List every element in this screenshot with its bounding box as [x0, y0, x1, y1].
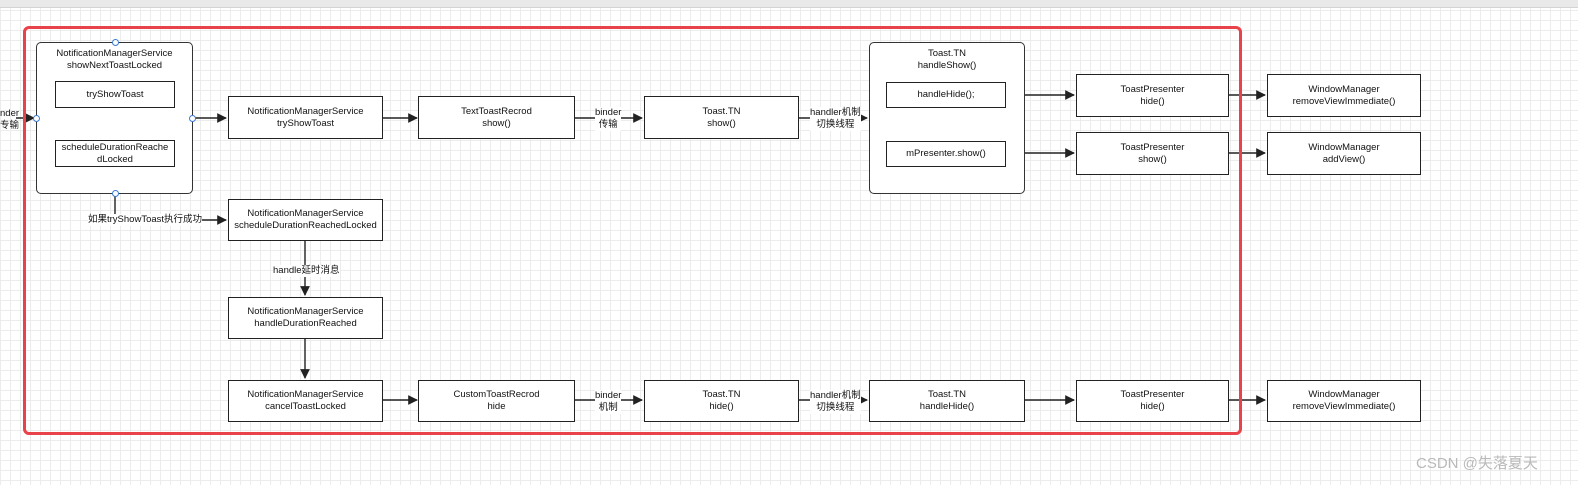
box-toast-tn-hide[interactable]: Toast.TN hide() [644, 380, 799, 422]
box-window-manager-remove-top-line1: WindowManager [1308, 83, 1380, 95]
box-toast-tn-show-line1: Toast.TN [702, 105, 741, 117]
box-schedule-duration-inner-line1: scheduleDurationReache [61, 141, 169, 153]
label-handle-delay-message-text: handle延时消息 [273, 265, 340, 276]
label-binder-mechanism-line1: binder [595, 390, 622, 401]
incoming-edge-label: nder 专输 [0, 108, 19, 132]
box-handle-hide-inner[interactable]: handleHide(); [886, 82, 1006, 108]
label-handler-switch-2: handler机制 切换线程 [810, 390, 861, 414]
watermark-text: CSDN @失落夏天 [1416, 455, 1538, 472]
box-window-manager-remove-bottom-line1: WindowManager [1308, 389, 1380, 400]
box-window-manager-remove-bottom-line2: removeViewImmediate() [1292, 401, 1396, 412]
label-handler-switch-1: handler机制 切换线程 [810, 107, 861, 131]
box-toast-presenter-show-line1: ToastPresenter [1120, 141, 1185, 153]
box-toast-tn-hide-line1: Toast.TN [702, 389, 741, 400]
box-handle-hide-inner-label: handleHide(); [917, 89, 975, 100]
box-custom-toast-record-line1: CustomToastRecrod [453, 389, 540, 400]
container-show-next-toast-title: NotificationManagerService showNextToast… [36, 48, 193, 72]
box-presenter-show-inner-label: mPresenter.show() [906, 148, 986, 159]
box-nms-handle-duration-reached[interactable]: NotificationManagerService handleDuratio… [228, 297, 383, 339]
box-schedule-duration-inner-line2: dLocked [97, 153, 133, 165]
box-nms-cancel-toast-locked-line2: cancelToastLocked [265, 401, 346, 412]
box-nms-handle-duration-reached-line1: NotificationManagerService [247, 306, 364, 317]
label-handler-switch-2-line2: 切换线程 [816, 402, 855, 413]
top-toolbar-strip [0, 0, 1578, 8]
box-toast-presenter-hide-top-line1: ToastPresenter [1120, 83, 1185, 95]
box-toast-presenter-hide-bottom-line2: hide() [1140, 401, 1165, 412]
label-binder-mechanism: binder 机制 [595, 390, 622, 414]
container-handle-show-title-line2: handleShow() [917, 60, 977, 71]
label-handler-switch-1-line2: 切换线程 [816, 119, 855, 130]
box-try-show-toast-inner-label: tryShowToast [86, 88, 144, 100]
label-binder-transfer: binder 传输 [595, 107, 622, 131]
box-nms-try-show-toast-line2: tryShowToast [276, 117, 335, 129]
label-handle-delay-message: handle延时消息 [273, 265, 340, 277]
connection-point-left[interactable] [33, 115, 40, 122]
box-window-manager-remove-top[interactable]: WindowManager removeViewImmediate() [1267, 74, 1421, 117]
box-window-manager-add-view-line1: WindowManager [1308, 141, 1380, 153]
box-text-toast-record[interactable]: TextToastRecrod show() [418, 96, 575, 139]
box-toast-tn-handle-hide[interactable]: Toast.TN handleHide() [869, 380, 1025, 422]
box-nms-schedule-duration-line1: NotificationManagerService [247, 208, 364, 219]
label-handler-switch-2-line1: handler机制 [810, 390, 861, 401]
box-custom-toast-record-line2: hide [487, 401, 506, 412]
box-custom-toast-record[interactable]: CustomToastRecrod hide [418, 380, 575, 422]
container-toast-tn-handle-show[interactable] [869, 42, 1025, 194]
connection-point-top[interactable] [112, 39, 119, 46]
box-window-manager-remove-bottom[interactable]: WindowManager removeViewImmediate() [1267, 380, 1421, 422]
box-toast-tn-show[interactable]: Toast.TN show() [644, 96, 799, 139]
label-binder-transfer-line2: 传输 [598, 119, 618, 130]
box-presenter-show-inner[interactable]: mPresenter.show() [886, 141, 1006, 167]
box-toast-tn-handle-hide-line1: Toast.TN [927, 389, 966, 400]
container-show-next-toast-title-line1: NotificationManagerService [56, 48, 173, 59]
box-toast-tn-show-line2: show() [707, 117, 736, 129]
box-nms-cancel-toast-locked-line1: NotificationManagerService [247, 389, 364, 400]
box-toast-presenter-hide-top[interactable]: ToastPresenter hide() [1076, 74, 1229, 117]
label-handler-switch-1-line1: handler机制 [810, 107, 861, 118]
box-text-toast-record-line1: TextToastRecrod [461, 105, 532, 117]
label-binder-mechanism-line2: 机制 [598, 402, 618, 413]
box-nms-schedule-duration[interactable]: NotificationManagerService scheduleDurat… [228, 199, 383, 241]
box-toast-presenter-show[interactable]: ToastPresenter show() [1076, 132, 1229, 175]
container-handle-show-title-line1: Toast.TN [927, 48, 966, 59]
box-try-show-toast-inner[interactable]: tryShowToast [55, 81, 175, 108]
box-window-manager-add-view[interactable]: WindowManager addView() [1267, 132, 1421, 175]
box-nms-handle-duration-reached-line2: handleDurationReached [254, 318, 357, 329]
box-nms-try-show-toast[interactable]: NotificationManagerService tryShowToast [228, 96, 383, 139]
box-toast-tn-hide-line2: hide() [709, 401, 734, 412]
box-window-manager-add-view-line2: addView() [1322, 153, 1366, 165]
box-nms-cancel-toast-locked[interactable]: NotificationManagerService cancelToastLo… [228, 380, 383, 422]
box-toast-presenter-show-line2: show() [1138, 153, 1167, 165]
box-toast-presenter-hide-bottom[interactable]: ToastPresenter hide() [1076, 380, 1229, 422]
box-schedule-duration-inner[interactable]: scheduleDurationReache dLocked [55, 140, 175, 167]
container-show-next-toast-title-line2: showNextToastLocked [66, 60, 163, 71]
label-if-try-show-success-text: 如果tryShowToast执行成功 [88, 214, 203, 225]
box-toast-tn-handle-hide-line2: handleHide() [919, 401, 975, 412]
box-nms-try-show-toast-line1: NotificationManagerService [247, 105, 364, 117]
box-toast-presenter-hide-top-line2: hide() [1140, 95, 1165, 107]
box-nms-schedule-duration-line2: scheduleDurationReachedLocked [234, 220, 377, 231]
container-handle-show-title: Toast.TN handleShow() [869, 48, 1025, 72]
highlight-frame [23, 26, 1242, 435]
box-text-toast-record-line2: show() [482, 117, 511, 129]
connection-point-right[interactable] [189, 115, 196, 122]
label-if-try-show-success: 如果tryShowToast执行成功 [88, 214, 203, 226]
label-binder-transfer-line1: binder [595, 107, 622, 118]
incoming-edge-label-line2: 专输 [0, 120, 20, 131]
incoming-edge-label-line1: nder [0, 108, 20, 119]
box-window-manager-remove-top-line2: removeViewImmediate() [1292, 95, 1396, 107]
connection-point-bottom[interactable] [112, 190, 119, 197]
box-toast-presenter-hide-bottom-line1: ToastPresenter [1120, 389, 1185, 400]
